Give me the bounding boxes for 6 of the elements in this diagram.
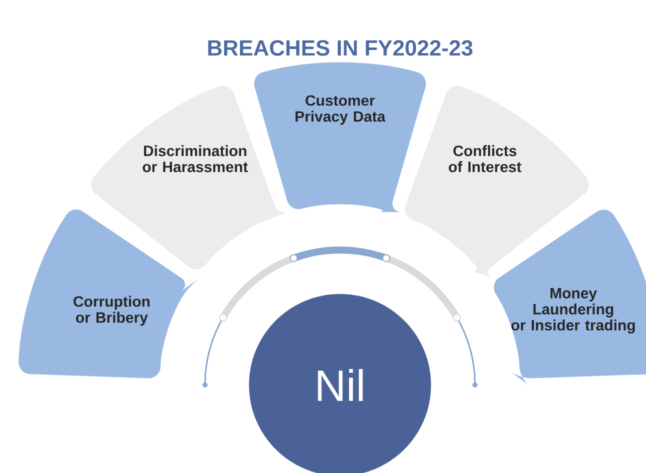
segment: Money Laundering or Insider trading bbox=[494, 210, 646, 386]
title: BREACHES IN FY2022-23 bbox=[208, 40, 472, 56]
segment: Customer Privacy Data bbox=[254, 62, 426, 212]
segment: Conflicts of Interest bbox=[405, 86, 589, 278]
segment: Corruption or Bribery bbox=[18, 210, 200, 378]
segment: Discrimination or Harassment bbox=[91, 86, 290, 270]
